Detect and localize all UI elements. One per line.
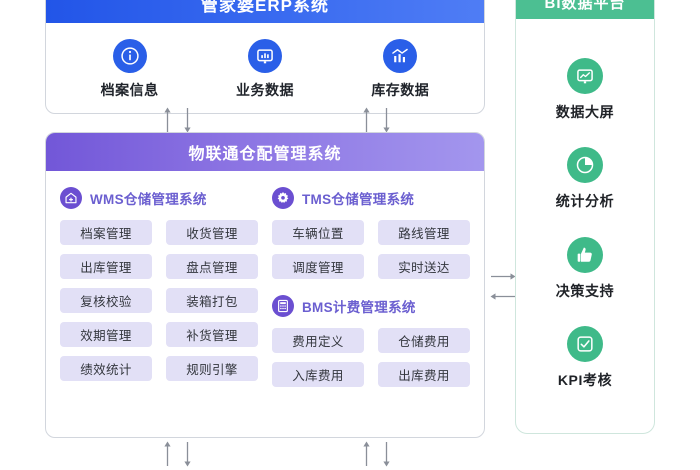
- arrow-down-icon: [383, 108, 390, 133]
- warehouse-plus-icon: [60, 187, 82, 209]
- wms-chip[interactable]: 盘点管理: [166, 254, 258, 279]
- tms-chip[interactable]: 调度管理: [272, 254, 364, 279]
- arrow-up-icon: [363, 441, 370, 466]
- arrow-up-icon: [164, 107, 171, 132]
- bi-item-statistical-analysis[interactable]: 统计分析: [556, 147, 614, 211]
- bms-system-title: BMS计费管理系统: [302, 300, 416, 315]
- checklist-icon: [567, 325, 603, 362]
- connector-iot-bi: [490, 272, 516, 301]
- thumbs-up-icon: [567, 236, 603, 273]
- wms-system-title: WMS仓储管理系统: [90, 192, 207, 207]
- bar-chart-monitor-icon: [247, 38, 282, 73]
- connector-erp-iot-left: [163, 107, 192, 133]
- erp-panel-body: 档案信息 业务数据: [46, 23, 484, 113]
- erp-item-label: 库存数据: [371, 81, 430, 98]
- bi-platform-panel: BI数据平台 数据大屏: [515, 0, 655, 434]
- connector-iot-bottom-left: [163, 441, 192, 467]
- bi-item-label: 决策支持: [555, 282, 615, 299]
- tms-bms-column: TMS仓储管理系统 车辆位置 路线管理 调度管理 实时送达: [272, 183, 470, 387]
- arrow-up-icon: [164, 441, 171, 466]
- wms-chip[interactable]: 补货管理: [166, 322, 258, 347]
- wms-column: WMS仓储管理系统 档案管理 收货管理 出库管理 盘点管理 复核校验 装箱打包 …: [60, 183, 258, 387]
- iot-panel-header: 物联通仓配管理系统: [46, 133, 484, 171]
- erp-item-label: 档案信息: [100, 81, 159, 98]
- arrow-down-icon: [383, 442, 390, 467]
- bms-chip[interactable]: 出库费用: [378, 362, 470, 387]
- connector-iot-bottom-right: [362, 441, 391, 467]
- dashboard-monitor-icon: [567, 58, 603, 95]
- iot-panel-title: 物联通仓配管理系统: [188, 146, 342, 163]
- bi-item-decision-support[interactable]: 决策支持: [555, 236, 615, 301]
- wms-chip[interactable]: 收货管理: [166, 220, 258, 245]
- erp-item-archive-info[interactable]: 档案信息: [70, 38, 190, 100]
- gear-icon: [272, 187, 294, 209]
- wms-chip[interactable]: 效期管理: [60, 322, 152, 347]
- bms-chip[interactable]: 入库费用: [272, 362, 364, 387]
- bi-item-label: 统计分析: [555, 193, 615, 210]
- bi-panel-body: 数据大屏 统计分析 决策支持: [516, 19, 654, 433]
- connector-erp-iot-right: [362, 107, 391, 133]
- erp-item-business-data[interactable]: 业务数据: [205, 38, 325, 100]
- wms-chip[interactable]: 绩效统计: [60, 356, 152, 381]
- tms-chip[interactable]: 车辆位置: [272, 220, 364, 245]
- bi-item-label: 数据大屏: [555, 104, 615, 121]
- iot-warehouse-panel: 物联通仓配管理系统 WMS仓储管理系统 档案管理: [45, 132, 485, 438]
- tms-system-title: TMS仓储管理系统: [302, 192, 415, 207]
- pie-chart-icon: [567, 147, 603, 184]
- arrow-right-icon: [491, 273, 516, 280]
- wms-chip[interactable]: 规则引擎: [166, 356, 258, 381]
- wms-chip[interactable]: 复核校验: [60, 288, 152, 313]
- bi-item-data-dashboard[interactable]: 数据大屏: [556, 58, 614, 122]
- arrow-down-icon: [184, 108, 191, 133]
- wms-system-header: WMS仓储管理系统: [60, 183, 258, 213]
- bms-chip[interactable]: 费用定义: [272, 328, 364, 353]
- erp-panel-title: 管家婆ERP系统: [201, 0, 329, 15]
- arrow-up-icon: [363, 107, 370, 132]
- wms-chip[interactable]: 出库管理: [60, 254, 152, 279]
- erp-item-label: 业务数据: [235, 81, 294, 98]
- erp-system-panel: 管家婆ERP系统 档案信息: [45, 0, 485, 114]
- wms-chip-grid: 档案管理 收货管理 出库管理 盘点管理 复核校验 装箱打包 效期管理 补货管理 …: [60, 220, 258, 381]
- bms-chip[interactable]: 仓储费用: [378, 328, 470, 353]
- wms-chip[interactable]: 档案管理: [60, 220, 152, 245]
- bms-system-header: BMS计费管理系统: [272, 291, 470, 321]
- arrow-left-icon: [490, 293, 515, 300]
- wms-chip[interactable]: 装箱打包: [166, 288, 258, 313]
- bms-chip-grid: 费用定义 仓储费用 入库费用 出库费用: [272, 328, 470, 387]
- bi-panel-title: BI数据平台: [544, 0, 626, 12]
- arrow-down-icon: [184, 442, 191, 467]
- calculator-icon: [272, 295, 294, 317]
- info-circle-icon: [112, 38, 147, 73]
- erp-panel-header: 管家婆ERP系统: [46, 0, 484, 23]
- tms-system-header: TMS仓储管理系统: [272, 183, 470, 213]
- tms-chip[interactable]: 路线管理: [378, 220, 470, 245]
- iot-panel-body: WMS仓储管理系统 档案管理 收货管理 出库管理 盘点管理 复核校验 装箱打包 …: [46, 171, 484, 397]
- bi-panel-header: BI数据平台: [516, 0, 654, 19]
- bi-item-kpi-assessment[interactable]: KPI考核: [557, 325, 613, 390]
- bi-item-label: KPI考核: [557, 371, 613, 388]
- erp-item-inventory-data[interactable]: 库存数据: [340, 38, 460, 100]
- tms-chip-grid: 车辆位置 路线管理 调度管理 实时送达: [272, 220, 470, 279]
- trend-chart-icon: [383, 38, 418, 73]
- tms-chip[interactable]: 实时送达: [378, 254, 470, 279]
